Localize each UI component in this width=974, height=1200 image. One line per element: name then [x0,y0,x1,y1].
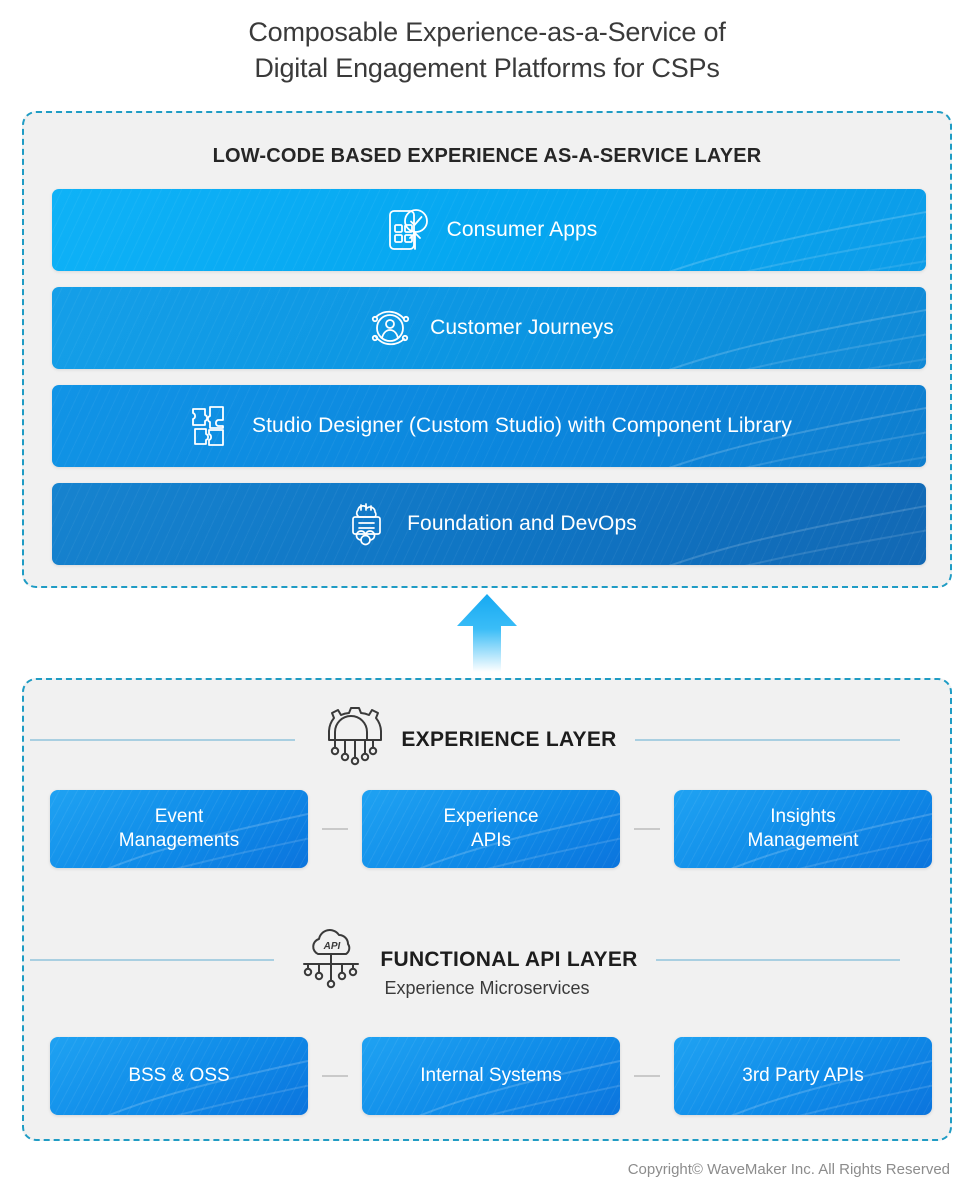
user-orbit-icon [364,302,416,354]
card-label: 3rd Party APIs [742,1065,864,1086]
api-cloud-nodes-icon: API [292,920,368,1000]
page-title-line-2: Digital Engagement Platforms for CSPs [254,53,720,83]
gear-nodes-icon [313,700,389,780]
experience-layer-title: EXPERIENCE LAYER [401,728,617,751]
bar-consumer-apps[interactable]: Consumer Apps [52,189,926,271]
functional-api-layer-title: FUNCTIONAL API LAYER [380,948,638,971]
svg-text:API: API [323,941,341,952]
card-label: Insights Management [747,806,859,851]
puzzle-pieces-icon [186,400,238,452]
bar-foundation-devops[interactable]: Foundation and DevOps [52,483,926,565]
page-title-line-1: Composable Experience-as-a-Service of [248,17,726,47]
divider-right [655,959,900,961]
bar-swoosh-decoration [668,210,926,271]
card-insights-management[interactable]: Insights Management [674,790,932,868]
divider-left [30,739,296,741]
card-connector [620,1075,674,1077]
card-experience-apis[interactable]: Experience APIs [362,790,620,868]
functional-api-layer-header: API FUNCTIONAL API LAYER [30,918,900,1002]
server-infinity-icon [341,498,393,550]
divider-left [30,959,275,961]
card-event-managements[interactable]: Event Managements [50,790,308,868]
low-code-bar-stack: Consumer Apps [52,189,926,565]
bar-label: Customer Journeys [430,316,614,339]
card-3rd-party-apis[interactable]: 3rd Party APIs [674,1037,932,1115]
card-label: Experience APIs [443,806,539,851]
bar-label: Studio Designer (Custom Studio) with Com… [252,414,792,437]
functional-api-layer-card-row: BSS & OSS Internal Systems 3rd Party API… [50,1037,932,1115]
page-title: Composable Experience-as-a-Service of Di… [0,14,974,86]
up-arrow-icon [457,594,517,672]
card-label: Internal Systems [420,1065,562,1086]
card-connector [620,828,674,830]
mobile-app-check-icon [381,204,433,256]
card-connector [308,1075,362,1077]
divider-right [634,739,901,741]
bar-swoosh-decoration [668,308,926,369]
card-label: BSS & OSS [128,1065,230,1086]
low-code-layer-panel: LOW-CODE BASED EXPERIENCE AS-A-SERVICE L… [22,111,952,588]
bar-studio-designer[interactable]: Studio Designer (Custom Studio) with Com… [52,385,926,467]
copyright-footer: Copyright© WaveMaker Inc. All Rights Res… [627,1161,950,1178]
functional-api-layer-subtitle: Experience Microservices [384,978,590,998]
experience-layer-header: EXPERIENCE LAYER [30,698,901,782]
experience-layer-card-row: Event Managements Experience APIs Insigh… [50,790,932,868]
card-bss-oss[interactable]: BSS & OSS [50,1037,308,1115]
card-internal-systems[interactable]: Internal Systems [362,1037,620,1115]
bar-label: Foundation and DevOps [407,512,637,535]
card-connector [308,828,362,830]
bar-customer-journeys[interactable]: Customer Journeys [52,287,926,369]
card-label: Event Managements [118,806,240,851]
low-code-layer-heading: LOW-CODE BASED EXPERIENCE AS-A-SERVICE L… [212,145,762,167]
bar-label: Consumer Apps [446,218,598,241]
